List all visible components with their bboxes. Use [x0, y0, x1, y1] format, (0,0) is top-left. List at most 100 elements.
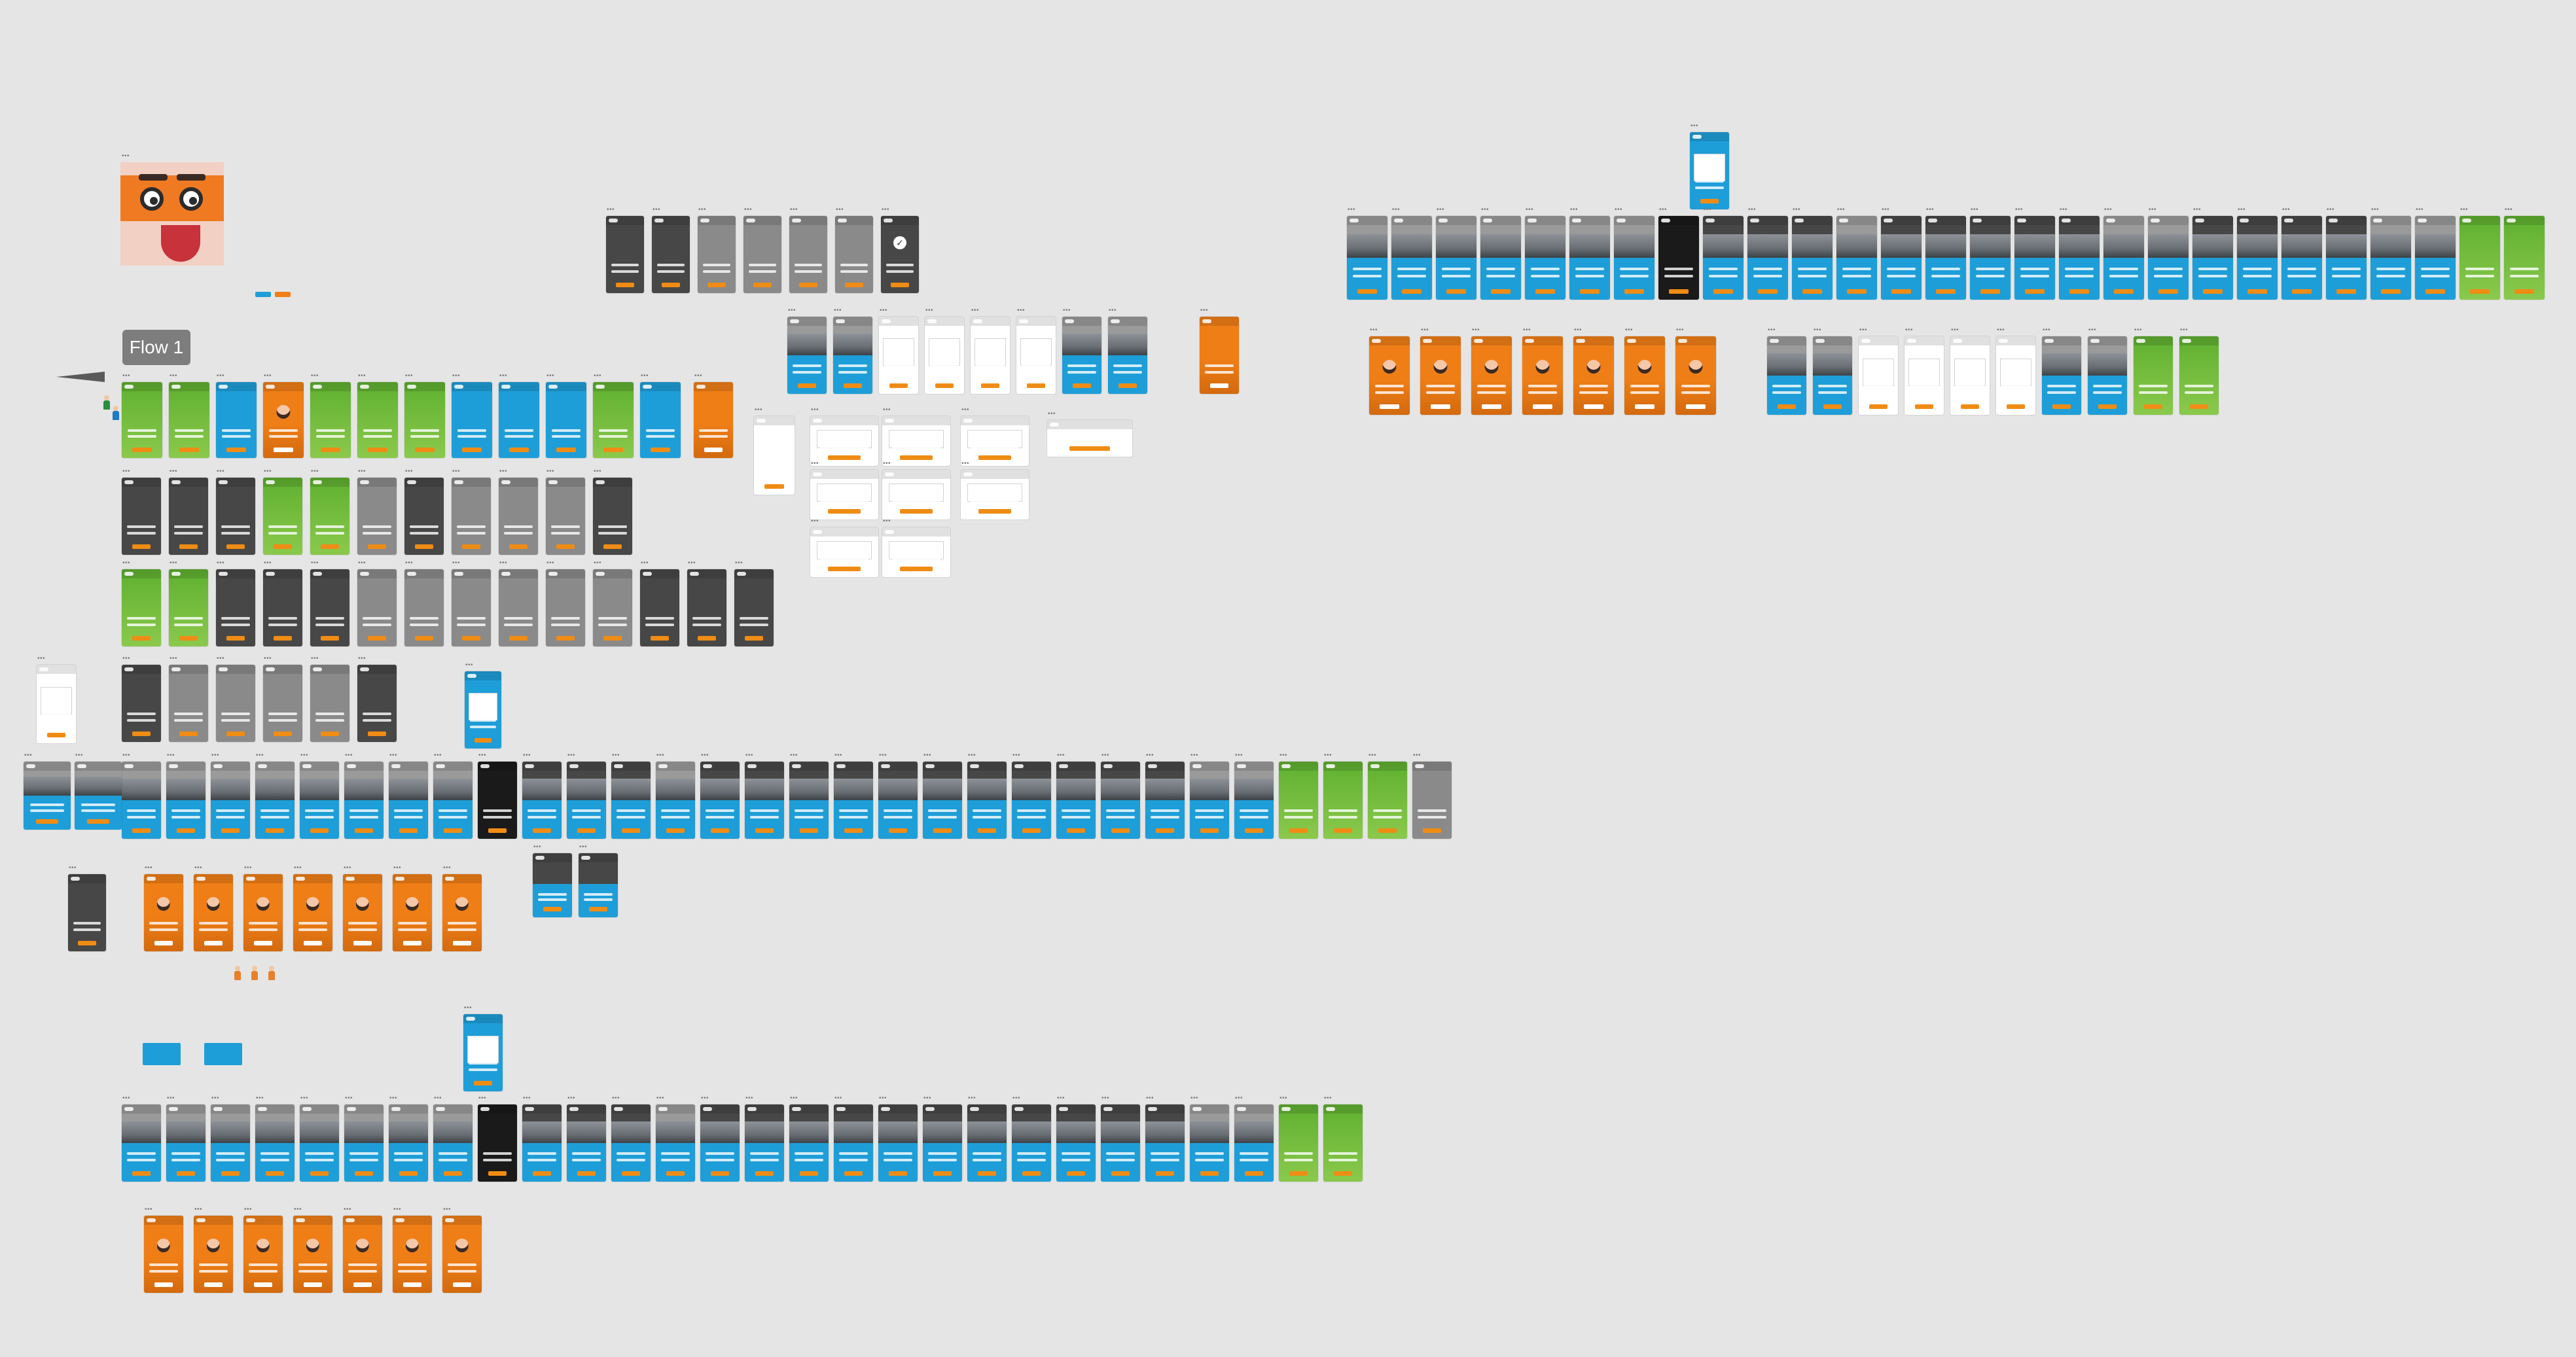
- artboard-93[interactable]: [499, 569, 538, 646]
- artboard-22[interactable]: [1569, 216, 1610, 300]
- frame-options-icon[interactable]: •••: [834, 752, 843, 759]
- artboard-65[interactable]: [310, 382, 351, 458]
- artboard-124[interactable]: [878, 762, 918, 839]
- primary-button[interactable]: [577, 1171, 596, 1176]
- artboard-88[interactable]: [263, 569, 302, 646]
- primary-button[interactable]: [46, 733, 66, 737]
- artboard-182[interactable]: [343, 1216, 382, 1293]
- frame-options-icon[interactable]: •••: [167, 752, 175, 759]
- primary-button[interactable]: [1209, 383, 1229, 388]
- frame-options-icon[interactable]: •••: [594, 559, 602, 567]
- artboard-104[interactable]: [357, 665, 397, 742]
- frame-options-icon[interactable]: •••: [2505, 206, 2513, 213]
- artboard-107[interactable]: [122, 762, 161, 839]
- frame-options-icon[interactable]: •••: [478, 1095, 487, 1102]
- artboard-68[interactable]: [452, 382, 492, 458]
- artboard-66[interactable]: [357, 382, 398, 458]
- artboard-10[interactable]: [925, 317, 964, 394]
- frame-options-icon[interactable]: •••: [211, 752, 220, 759]
- artboard-0[interactable]: [606, 216, 644, 293]
- primary-button[interactable]: [1111, 828, 1130, 833]
- frame-options-icon[interactable]: •••: [170, 559, 178, 567]
- artboard-44[interactable]: [1369, 336, 1410, 415]
- frame-options-icon[interactable]: •••: [256, 752, 264, 759]
- primary-button[interactable]: [443, 828, 463, 833]
- frame-options-icon[interactable]: •••: [122, 559, 131, 567]
- primary-button[interactable]: [2336, 289, 2356, 294]
- primary-button[interactable]: [367, 544, 387, 549]
- primary-button[interactable]: [588, 907, 608, 911]
- primary-button[interactable]: [132, 636, 151, 641]
- primary-button[interactable]: [2470, 289, 2490, 294]
- artboard-36[interactable]: [2192, 216, 2233, 300]
- frame-options-icon[interactable]: •••: [1905, 326, 1914, 334]
- artboard-63[interactable]: [216, 382, 257, 458]
- primary-button[interactable]: [353, 941, 372, 945]
- primary-button[interactable]: [399, 1171, 418, 1176]
- frame-options-icon[interactable]: •••: [1279, 752, 1288, 759]
- frame-options-icon[interactable]: •••: [217, 655, 225, 662]
- artboard-86[interactable]: [169, 569, 208, 646]
- artboard-89[interactable]: [310, 569, 349, 646]
- frame-options-icon[interactable]: •••: [434, 1095, 442, 1102]
- frame-options-icon[interactable]: •••: [389, 752, 398, 759]
- primary-button[interactable]: [2425, 289, 2445, 294]
- artboard-19[interactable]: [1436, 216, 1476, 300]
- primary-button[interactable]: [1289, 1171, 1308, 1176]
- frame-options-icon[interactable]: •••: [968, 752, 976, 759]
- primary-button[interactable]: [35, 819, 59, 824]
- primary-button[interactable]: [707, 283, 726, 287]
- frame-options-icon[interactable]: •••: [452, 468, 461, 475]
- frame-options-icon[interactable]: •••: [443, 864, 452, 872]
- primary-button[interactable]: [2052, 404, 2071, 409]
- frame-options-icon[interactable]: •••: [698, 206, 707, 213]
- artboard-164[interactable]: [745, 1104, 784, 1182]
- artboard-85[interactable]: [122, 569, 161, 646]
- primary-button[interactable]: [710, 828, 730, 833]
- artboard-194[interactable]: [1047, 420, 1132, 457]
- primary-button[interactable]: [452, 941, 472, 945]
- primary-button[interactable]: [799, 828, 819, 833]
- primary-button[interactable]: [2143, 404, 2163, 409]
- frame-options-icon[interactable]: •••: [1368, 752, 1377, 759]
- primary-button[interactable]: [415, 448, 435, 452]
- frame-options-icon[interactable]: •••: [264, 372, 272, 379]
- frame-options-icon[interactable]: •••: [452, 372, 461, 379]
- frame-options-icon[interactable]: •••: [145, 1206, 153, 1213]
- artboard-109[interactable]: [211, 762, 250, 839]
- primary-button[interactable]: [1333, 1171, 1353, 1176]
- primary-button[interactable]: [367, 731, 387, 736]
- artboard-31[interactable]: [1970, 216, 2011, 300]
- frame-options-icon[interactable]: •••: [2043, 326, 2051, 334]
- frame-options-icon[interactable]: •••: [523, 752, 531, 759]
- component-swatch[interactable]: [143, 1043, 181, 1065]
- artboard-106[interactable]: [37, 665, 76, 743]
- artboard-151[interactable]: [166, 1104, 206, 1182]
- frame-options-icon[interactable]: •••: [2060, 206, 2068, 213]
- artboard-35[interactable]: [2148, 216, 2189, 300]
- artboard-148[interactable]: [579, 853, 618, 917]
- primary-button[interactable]: [132, 544, 151, 549]
- primary-button[interactable]: [2025, 289, 2045, 294]
- frame-options-icon[interactable]: •••: [523, 1095, 531, 1102]
- primary-button[interactable]: [273, 636, 293, 641]
- primary-button[interactable]: [2098, 404, 2117, 409]
- primary-button[interactable]: [274, 448, 293, 452]
- artboard-116[interactable]: [522, 762, 562, 839]
- frame-options-icon[interactable]: •••: [2134, 326, 2143, 334]
- primary-button[interactable]: [414, 636, 434, 641]
- frame-options-icon[interactable]: •••: [24, 752, 33, 759]
- primary-button[interactable]: [744, 636, 764, 641]
- artboard-87[interactable]: [216, 569, 255, 646]
- primary-button[interactable]: [132, 828, 151, 833]
- frame-options-icon[interactable]: •••: [694, 372, 703, 379]
- primary-button[interactable]: [1431, 404, 1450, 409]
- frame-options-icon[interactable]: •••: [567, 1095, 576, 1102]
- artboard-165[interactable]: [789, 1104, 829, 1182]
- primary-button[interactable]: [1111, 1171, 1130, 1176]
- artboard-77[interactable]: [263, 478, 302, 555]
- primary-button[interactable]: [1686, 404, 1706, 409]
- primary-button[interactable]: [179, 636, 198, 641]
- primary-button[interactable]: [321, 448, 340, 452]
- primary-button[interactable]: [474, 738, 492, 743]
